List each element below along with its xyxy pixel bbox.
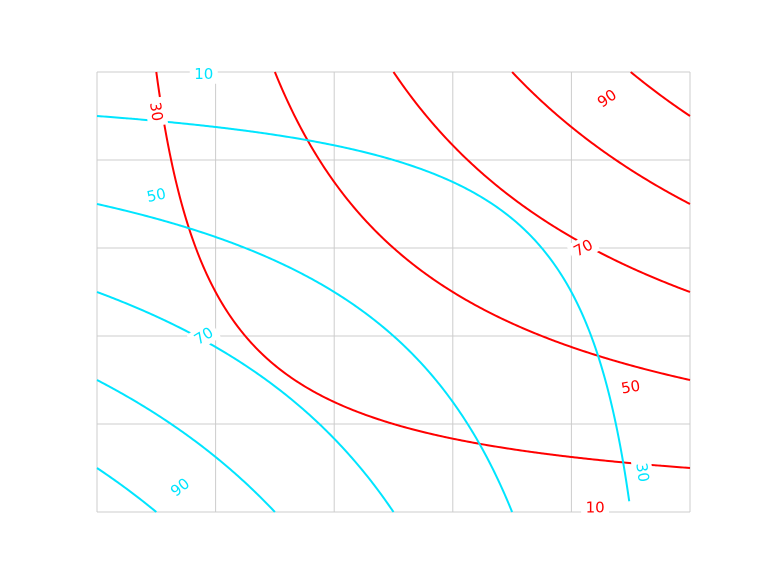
red-contour-series	[155, 71, 691, 469]
contour-label-red-30: 30	[146, 101, 166, 122]
contour-label-background	[566, 232, 601, 264]
cyan-contour-series	[96, 115, 631, 513]
contour-line-red-30	[273, 71, 691, 381]
contour-line-cyan-90	[96, 467, 157, 513]
contour-line-cyan-50	[96, 291, 395, 513]
contour-label-red-10: 10	[586, 499, 605, 517]
contour-label-background	[581, 497, 610, 518]
contour-line-red-90	[630, 71, 691, 117]
contour-label-cyan-50: 50	[145, 184, 167, 206]
contour-label-background	[589, 82, 625, 115]
contour-line-cyan-70	[96, 379, 276, 513]
contour-label-background	[189, 63, 218, 84]
contour-label-background	[615, 374, 647, 400]
contour-line-red-50	[392, 71, 691, 293]
contour-label-background	[186, 320, 221, 352]
contour-line-cyan-10	[96, 115, 631, 502]
contour-line-red-70	[511, 71, 691, 205]
contour-line-red-10	[155, 71, 691, 469]
contour-line-cyan-30	[96, 203, 514, 513]
contour-label-background	[144, 96, 169, 127]
contour-label-background	[140, 182, 173, 208]
contour-label-red-50: 50	[620, 377, 642, 398]
contour-label-cyan-10: 10	[194, 65, 213, 83]
contour-label-background	[630, 457, 655, 488]
contour-label-background	[162, 470, 198, 504]
contour-label-cyan-30: 30	[632, 462, 652, 483]
